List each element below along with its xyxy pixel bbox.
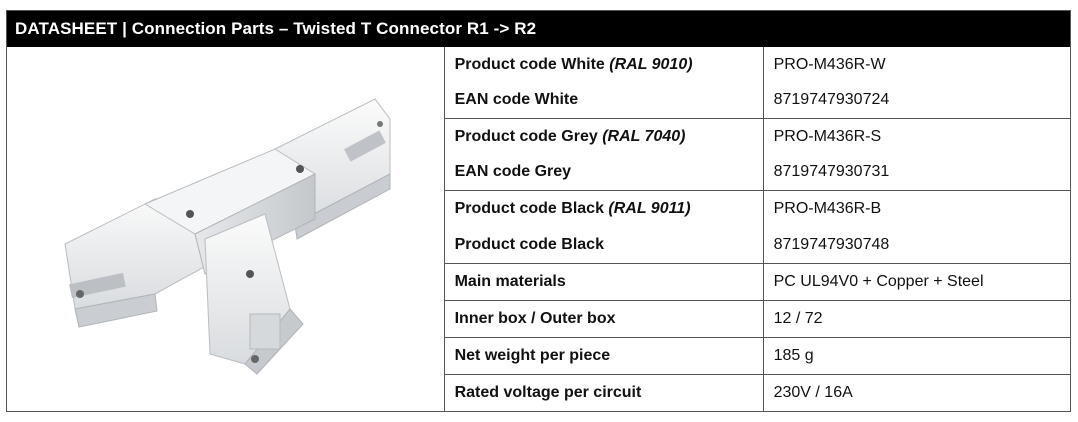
row-label: EAN code Grey bbox=[444, 154, 764, 191]
row-value: 8719747930748 bbox=[773, 235, 890, 253]
table-row: Main materials PC UL94V0 + Copper + Stee… bbox=[444, 262, 1070, 301]
row-value: PRO-M436R-W bbox=[773, 55, 886, 73]
table-row: Rated voltage per circuit 230V / 16A bbox=[444, 374, 1070, 411]
row-label: Product code Black bbox=[444, 227, 764, 264]
table-row: Net weight per piece 185 g bbox=[444, 337, 1070, 375]
t-connector-icon bbox=[64, 98, 391, 375]
row-label: Product code Black (RAL 9011) bbox=[444, 190, 764, 228]
datasheet-body: Product code White (RAL 9010) PRO-M436R-… bbox=[7, 47, 1070, 411]
row-label: Product code White (RAL 9010) bbox=[444, 47, 764, 83]
row-value: 230V / 16A bbox=[763, 374, 1070, 411]
row-label: Inner box / Outer box bbox=[444, 299, 764, 338]
row-label: Rated voltage per circuit bbox=[444, 374, 764, 411]
row-value: PRO-M436R-S bbox=[763, 117, 1070, 155]
row-label: Product code Grey (RAL 7040) bbox=[444, 117, 764, 155]
datasheet-header: DATASHEET | Connection Parts – Twisted T… bbox=[7, 11, 1070, 47]
row-value: PRO-M436R-B bbox=[763, 190, 1070, 228]
table-row: Product code White (RAL 9010) PRO-M436R-… bbox=[444, 47, 1070, 83]
row-value: 8719747930724 bbox=[773, 91, 890, 109]
datasheet-title: DATASHEET | Connection Parts – Twisted T… bbox=[15, 19, 537, 38]
row-value: PC UL94V0 + Copper + Steel bbox=[763, 262, 1070, 301]
table-row: EAN code Grey 8719747930731 bbox=[444, 154, 1070, 191]
table-row: Inner box / Outer box 12 / 72 bbox=[444, 299, 1070, 338]
datasheet: DATASHEET | Connection Parts – Twisted T… bbox=[6, 10, 1071, 412]
table-row: Product code Black (RAL 9011) PRO-M436R-… bbox=[444, 190, 1070, 228]
row-value: 12 / 72 bbox=[763, 299, 1070, 338]
table-row: EAN code White 8719747930724 bbox=[444, 82, 1070, 119]
spec-table: Product code White (RAL 9010) PRO-M436R-… bbox=[444, 47, 1070, 411]
row-value: 185 g bbox=[763, 337, 1070, 375]
row-label: Net weight per piece bbox=[444, 337, 764, 375]
product-photo bbox=[7, 47, 445, 411]
row-value: 8719747930731 bbox=[773, 163, 890, 181]
table-row: Product code Grey (RAL 7040) PRO-M436R-S bbox=[444, 117, 1070, 155]
table-row: Product code Black 8719747930748 bbox=[444, 227, 1070, 264]
row-label: Main materials bbox=[444, 262, 764, 301]
row-label: EAN code White bbox=[444, 82, 764, 119]
